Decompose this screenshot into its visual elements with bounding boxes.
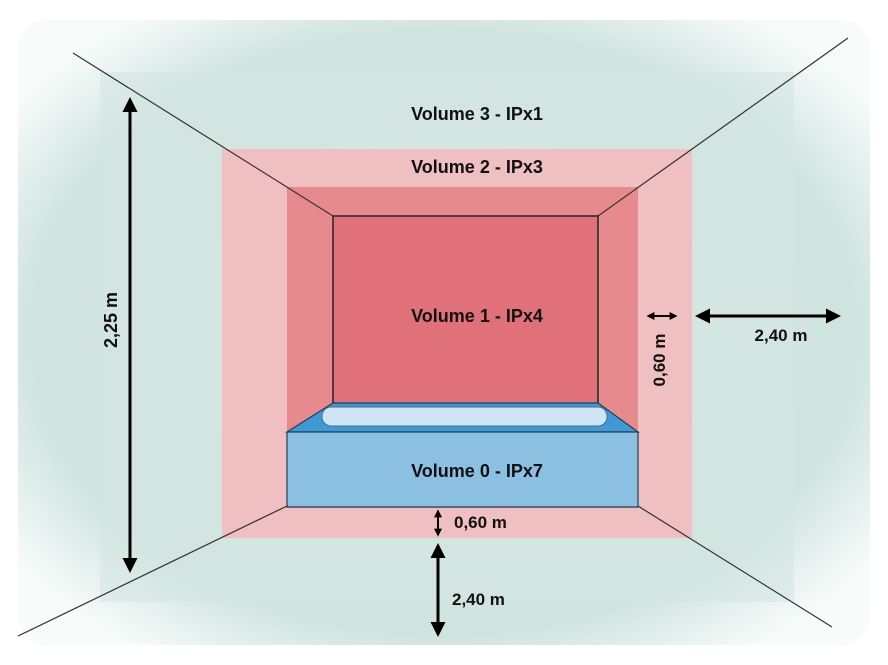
volume-2-label: Volume 2 - IPx3 xyxy=(411,157,543,177)
volume-3-label: Volume 3 - IPx1 xyxy=(411,104,543,124)
volume-0-zone xyxy=(286,431,639,508)
perspective-line-top-right xyxy=(597,37,849,217)
perspective-line-bottom-left xyxy=(17,505,288,637)
side-offset-label: 0,60 m xyxy=(650,334,669,387)
side-distance-label: 2,40 m xyxy=(755,326,808,345)
perspective-line-top-left xyxy=(72,52,334,217)
volume-1-label: Volume 1 - IPx4 xyxy=(411,306,543,326)
volume-1-zone xyxy=(332,215,599,407)
height-label: 2,25 m xyxy=(101,292,121,348)
perspective-line-bottom-right xyxy=(637,505,833,628)
bottom-distance-label: 2,40 m xyxy=(452,590,505,609)
bathtub-basin xyxy=(321,406,608,427)
volume-0-label: Volume 0 - IPx7 xyxy=(411,461,543,481)
bottom-offset-label: 0,60 m xyxy=(454,513,507,532)
perspective-lines xyxy=(17,37,849,637)
